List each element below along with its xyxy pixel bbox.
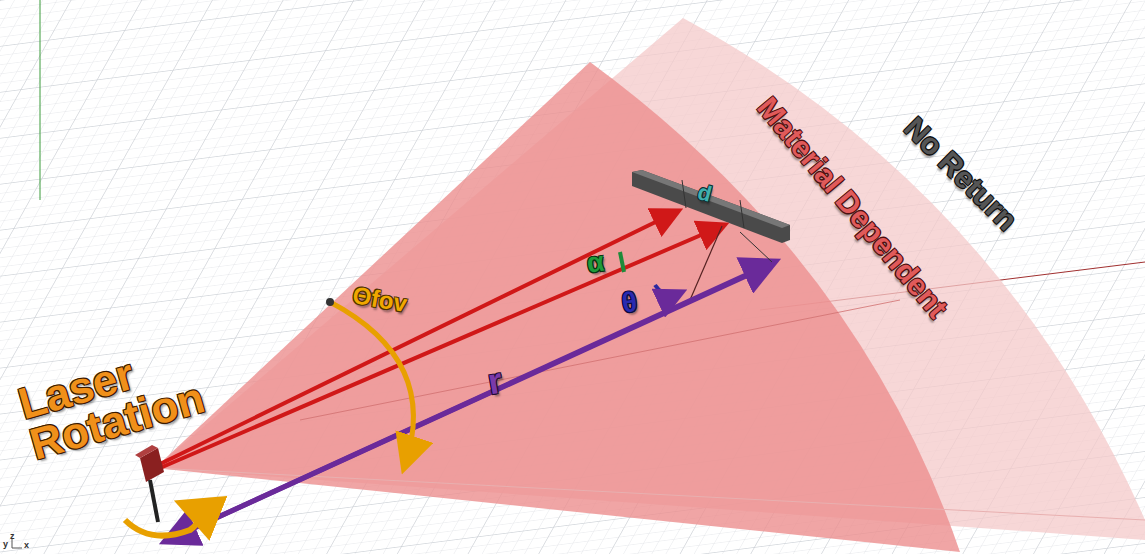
alpha-label: α bbox=[585, 248, 606, 278]
axis-label: y bbox=[3, 540, 8, 549]
axis-label: x bbox=[24, 541, 29, 550]
axis-label: z bbox=[10, 532, 15, 541]
